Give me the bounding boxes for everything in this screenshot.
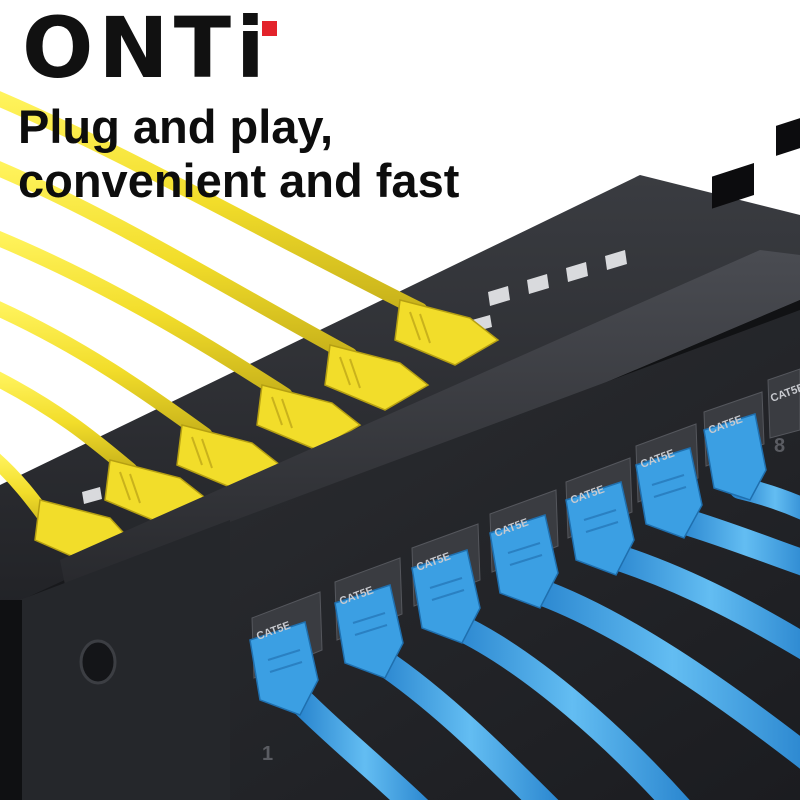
port-number: 1: [262, 743, 273, 765]
panel-front-face: [0, 310, 800, 800]
brand-name: ONTi: [22, 0, 270, 97]
headline-line-2: convenient and fast: [18, 154, 460, 207]
brand-logo: ONTi: [22, 0, 277, 97]
port-number: 8: [774, 435, 785, 457]
mounting-hole-icon: [79, 639, 117, 685]
port-numbers: 1 8: [262, 435, 785, 765]
yellow-plug-ridges: [119, 311, 431, 504]
headline: Plug and play, convenient and fast: [18, 100, 459, 208]
label-windows: [82, 250, 627, 504]
headline-line-1: Plug and play,: [18, 100, 334, 153]
brand-accent-dot: [262, 21, 277, 36]
blue-cables: [287, 477, 800, 800]
blue-plug-ridges: [267, 474, 687, 673]
